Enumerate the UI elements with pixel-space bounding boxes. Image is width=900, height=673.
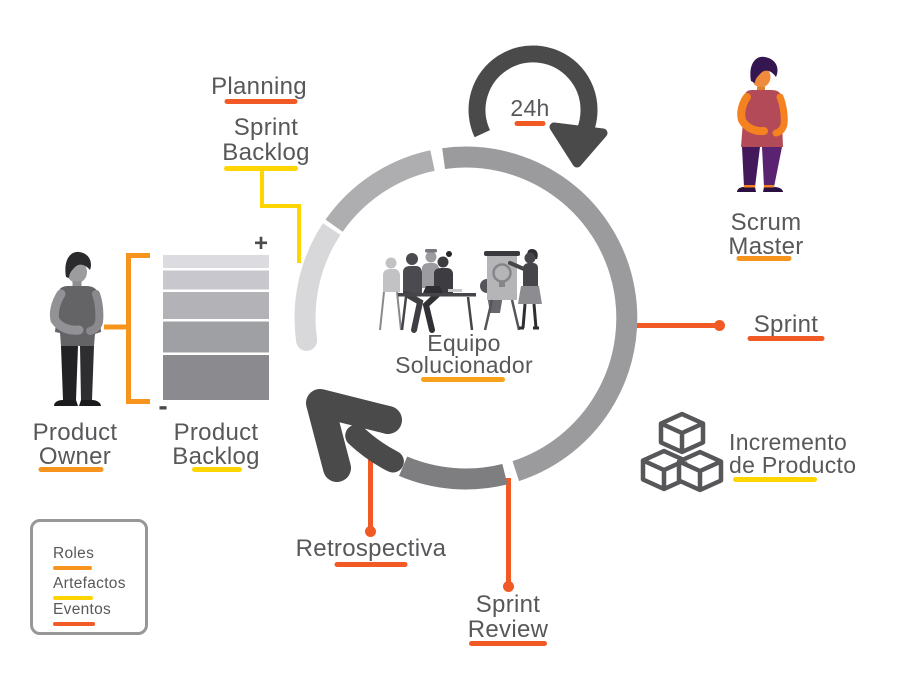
ring-segment-light xyxy=(294,223,341,342)
planning-underline xyxy=(224,99,298,104)
ring-segment-dark xyxy=(345,424,404,473)
legend-roles-underline xyxy=(53,566,92,570)
product-owner-label: Product Owner xyxy=(32,419,118,470)
scrum-master-underline xyxy=(736,256,792,261)
cube-icon xyxy=(676,449,724,493)
daily-cycle-ring-icon xyxy=(468,45,598,153)
sprint-underline xyxy=(747,336,825,341)
sprint-label: Sprint xyxy=(753,311,819,338)
master-hair xyxy=(750,56,778,83)
ring-segment-main xyxy=(442,146,638,482)
owner-hair xyxy=(65,251,91,278)
legend-item-eventos: Eventos xyxy=(53,601,111,626)
sprint-connector-dot xyxy=(714,320,725,331)
sprint-backlog-underline xyxy=(224,166,298,171)
product-increment-icon xyxy=(640,411,724,493)
connector-lines xyxy=(260,168,725,592)
legend-box: Roles Artefactos Eventos xyxy=(30,519,148,635)
backlog-plus-sign: + xyxy=(253,230,269,257)
backlog-bar xyxy=(163,355,269,400)
retrospectiva-label: Retrospectiva xyxy=(295,535,447,562)
backlog-bar xyxy=(163,321,269,353)
equipo-underline xyxy=(421,377,505,382)
equipo-solucionador-label: Equipo Solucionador xyxy=(395,330,533,378)
product-backlog-label: Product Backlog xyxy=(172,419,260,470)
ring-segment-topleft xyxy=(325,150,435,232)
lightbulb-icon xyxy=(492,263,512,283)
sprint-review-connector-dot xyxy=(503,581,514,592)
backlog-minus-sign: - xyxy=(158,390,168,421)
scrum-master-label: Scrum Master xyxy=(728,209,804,260)
legend-item-artefactos: Artefactos xyxy=(53,575,126,600)
sprint-review-underline xyxy=(469,641,547,646)
daily-cycle-underline xyxy=(514,121,546,126)
retrospectiva-underline xyxy=(334,562,408,567)
product-owner-figure xyxy=(49,251,104,406)
scrum-master-figure xyxy=(737,56,788,192)
retrospectiva-connector-dot xyxy=(365,526,376,537)
owner-backlog-bracket xyxy=(104,253,150,404)
cube-icon xyxy=(658,411,706,455)
product-backlog-underline xyxy=(192,467,242,472)
sprint-backlog-label: Sprint Backlog xyxy=(222,114,310,166)
ring-segment-bottom xyxy=(399,456,508,490)
ring-segment-light-cap xyxy=(296,329,318,351)
sprint-review-label: Sprint Review xyxy=(467,591,549,643)
product-owner-underline xyxy=(38,467,104,472)
team-illustration xyxy=(379,249,542,333)
legend-artefactos-underline xyxy=(53,596,93,600)
legend-item-roles: Roles xyxy=(53,545,94,570)
planning-label: Planning xyxy=(211,73,307,100)
backlog-bar xyxy=(163,270,269,290)
legend-eventos-underline xyxy=(53,622,95,626)
sprint-backlog-connector xyxy=(260,168,301,263)
sprint-cycle-ring xyxy=(294,146,638,490)
incremento-underline xyxy=(733,477,817,482)
daily-cycle-arrowhead-icon xyxy=(549,122,608,168)
backlog-bar xyxy=(163,292,269,319)
backlog-bar xyxy=(163,255,269,268)
incremento-label: Incremento de Producto xyxy=(729,429,857,478)
daily-cycle-label: 24h xyxy=(510,95,550,121)
product-backlog-bars xyxy=(163,255,269,400)
cycle-arrow-icon xyxy=(306,389,402,482)
